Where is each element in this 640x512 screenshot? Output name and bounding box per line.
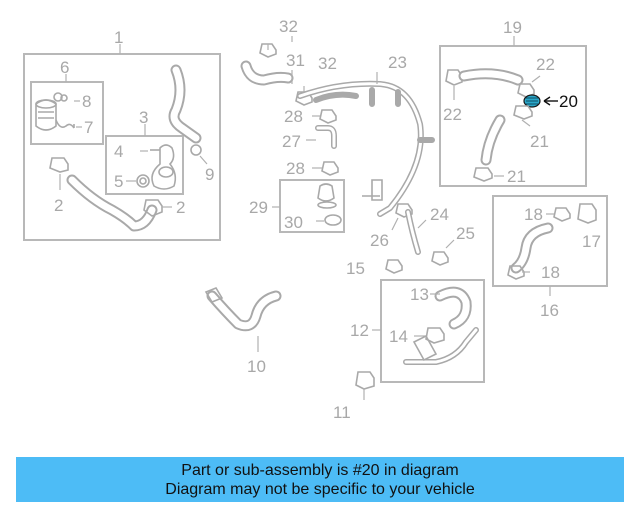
callout-27: 27 — [282, 132, 301, 151]
part-10-11 — [204, 287, 375, 400]
callout-28: 28 — [286, 159, 305, 178]
callout-18: 18 — [524, 205, 543, 224]
callout-4: 4 — [114, 142, 123, 161]
callout-31: 31 — [286, 51, 305, 70]
group-box-1 — [23, 44, 221, 241]
callout-8: 8 — [82, 92, 91, 111]
callout-32: 32 — [279, 17, 298, 36]
callout-20-highlighted: 20 — [559, 92, 578, 111]
callout-1: 1 — [114, 28, 123, 47]
group-box-16 — [492, 195, 608, 296]
callout-30: 30 — [284, 213, 303, 232]
group-box-12 — [372, 279, 485, 383]
callout-25: 25 — [456, 224, 475, 243]
callout-2: 2 — [176, 198, 185, 217]
callout-17: 17 — [582, 232, 601, 251]
callout-19: 19 — [503, 18, 522, 37]
info-caption-bar: Part or sub-assembly is #20 in diagram D… — [16, 457, 624, 502]
callout-22: 22 — [443, 105, 462, 124]
group-box-19 — [439, 36, 587, 187]
callout-22: 22 — [536, 55, 555, 74]
callout-2: 2 — [54, 196, 63, 215]
caption-line-part: Part or sub-assembly is #20 in diagram — [181, 462, 459, 479]
caption-line-disclaimer: Diagram may not be specific to your vehi… — [165, 481, 475, 498]
callout-18: 18 — [541, 263, 560, 282]
parts-diagram: 1 2 2 3 4 5 6 7 8 9 10 11 12 13 14 15 16… — [23, 17, 608, 422]
callout-10: 10 — [247, 357, 266, 376]
callout-7: 7 — [84, 118, 93, 137]
callout-26: 26 — [370, 231, 389, 250]
callout-28: 28 — [284, 107, 303, 126]
callout-21: 21 — [530, 132, 549, 151]
callout-24: 24 — [430, 205, 449, 224]
callout-11: 11 — [333, 403, 351, 422]
callout-21: 21 — [507, 167, 526, 186]
callout-5: 5 — [114, 172, 123, 191]
part-20-highlighted — [523, 94, 541, 108]
callout-32: 32 — [318, 54, 337, 73]
callout-9: 9 — [205, 165, 214, 184]
callout-6: 6 — [60, 58, 69, 77]
center-pipes-group — [240, 36, 455, 274]
callout-15: 15 — [346, 259, 365, 278]
callout-23: 23 — [388, 53, 407, 72]
callout-14: 14 — [389, 327, 408, 346]
callout-13: 13 — [410, 285, 429, 304]
callout-16: 16 — [540, 301, 559, 320]
callout-3: 3 — [139, 108, 148, 127]
callout-29: 29 — [249, 198, 268, 217]
callout-12: 12 — [350, 321, 369, 340]
